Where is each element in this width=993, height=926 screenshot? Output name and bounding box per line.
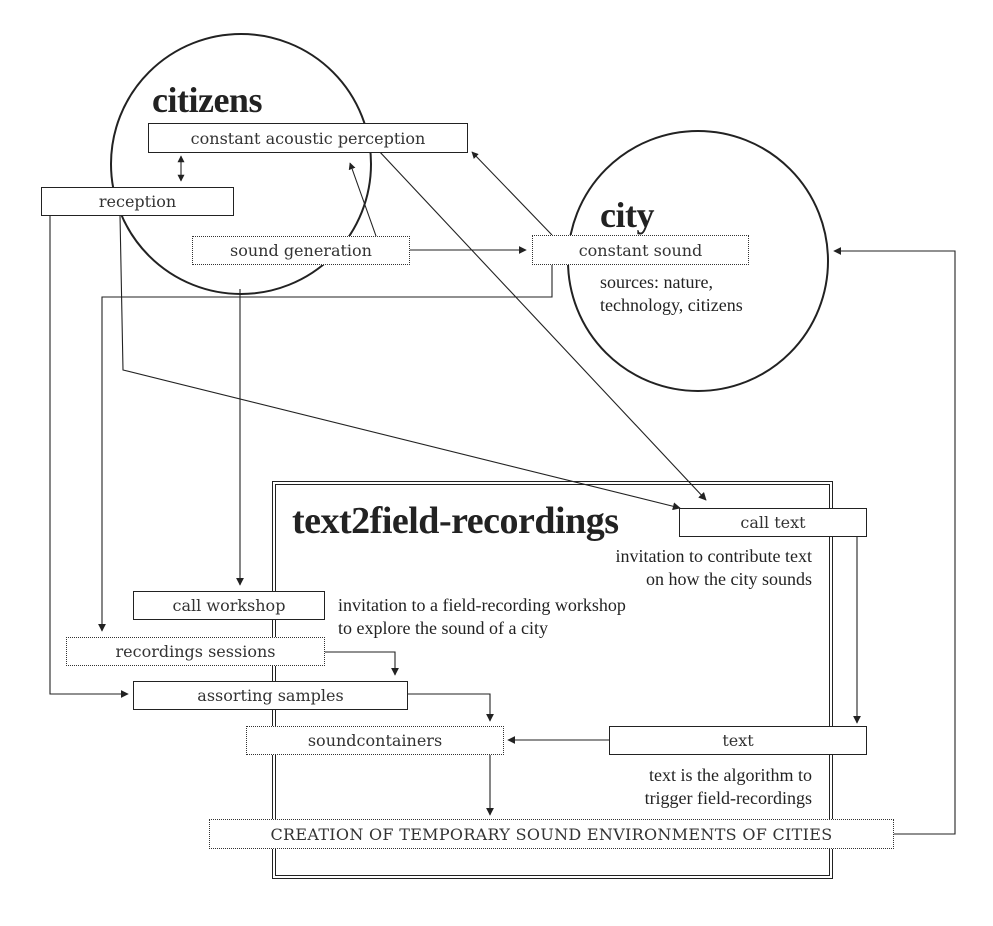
arrow-reception-calltext	[119, 214, 681, 511]
call-workshop-box: call workshop	[133, 591, 325, 620]
arrow-sound-perception	[471, 151, 553, 236]
project-frame	[272, 481, 833, 879]
text-box: text	[609, 726, 867, 755]
arrow-reception-assorting	[49, 215, 129, 698]
arrow-sound-recordings	[98, 265, 553, 632]
call-text-box: call text	[679, 508, 867, 537]
call-workshop-note: invitation to a field-recording workshop…	[338, 595, 626, 638]
citizens-title: citizens	[152, 80, 262, 120]
arrow-assorting-soundcontainers	[408, 693, 494, 722]
arrow-creation-city	[833, 247, 956, 835]
text-note: text is the algorithm to trigger field-r…	[644, 765, 812, 808]
project-title: text2field-recordings	[292, 500, 619, 542]
constant-acoustic-perception-box: constant acoustic perception	[148, 123, 468, 153]
arrow-generation-perception	[348, 162, 377, 237]
assorting-samples-box: assorting samples	[133, 681, 408, 710]
constant-sound-box: constant sound	[532, 235, 749, 265]
reception-box: reception	[41, 187, 234, 216]
recordings-sessions-box: recordings sessions	[66, 637, 325, 666]
creation-box: CREATION OF TEMPORARY SOUND ENVIRONMENTS…	[209, 819, 894, 849]
arrow-perception-calltext	[377, 149, 707, 501]
arrow-recordings-assorting	[325, 651, 399, 676]
citizens-circle	[110, 33, 372, 295]
city-title: city	[600, 195, 654, 235]
city-sources-note: sources: nature, technology, citizens	[600, 272, 743, 315]
soundcontainers-box: soundcontainers	[246, 726, 504, 755]
sound-generation-box: sound generation	[192, 236, 410, 265]
call-text-note: invitation to contribute text on how the…	[615, 546, 812, 589]
